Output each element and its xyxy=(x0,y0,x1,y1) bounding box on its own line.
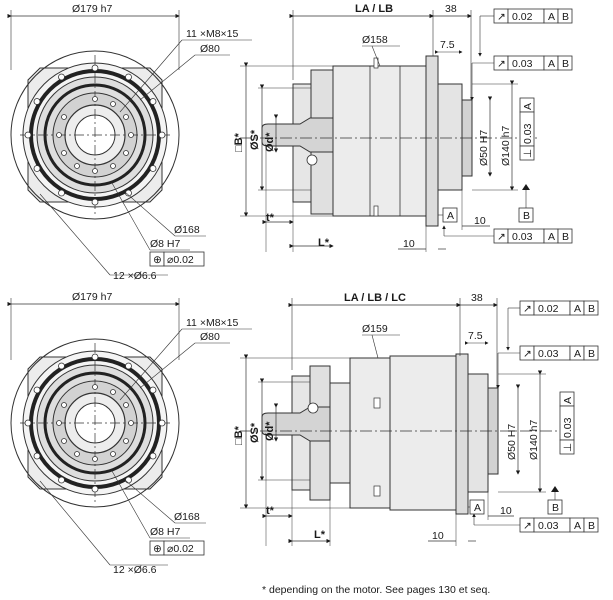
bottom-dia-pitch: Ø80 xyxy=(200,331,220,343)
bottom-dia-body: Ø159 xyxy=(362,323,388,335)
bottom-runout-c-value: 0.03 xyxy=(538,520,559,532)
top-dim10b: 10 xyxy=(474,215,486,227)
bottom-perp-frame: A 0.03 ⊥ xyxy=(559,391,575,455)
top-dia-d: Ød* xyxy=(264,132,276,152)
bottom-front-view: Ø179 h7 11 ×M8×15 Ø80 Ø168 Ø8 H7 ⊕ ⌀0.02… xyxy=(7,291,252,576)
svg-text:B: B xyxy=(588,348,595,360)
top-t: t* xyxy=(266,212,275,224)
svg-text:B: B xyxy=(588,520,595,532)
bottom-dim10b: 10 xyxy=(500,505,512,517)
top-runout-b-value: 0.03 xyxy=(512,58,533,70)
top-flange-len: 38 xyxy=(445,3,457,15)
top-runout-frame-c: ↗ 0.03 A B xyxy=(442,225,573,244)
top-dia-outer: Ø179 h7 xyxy=(72,3,112,15)
top-dia-s: ØS* xyxy=(249,129,261,150)
bottom-datum-a: A xyxy=(474,502,481,514)
svg-text:B: B xyxy=(562,58,569,70)
bottom-perp-value: 0.03 xyxy=(562,417,574,438)
top-datum-a: A xyxy=(447,210,454,222)
bottom-holes: 12 ×Ø6.6 xyxy=(113,564,157,576)
bottom-side-view: LA / LB / LC 38 Ø159 7.5 ↗ 0.02 A B ↗ 0.… xyxy=(233,292,599,546)
svg-text:A: A xyxy=(522,103,534,110)
top-runout-frame-a: ↗ 0.02 A B xyxy=(478,8,573,57)
bottom-position-tol: ⌀0.02 xyxy=(167,543,194,555)
bottom-l: L* xyxy=(314,529,326,541)
top-thread: 11 ×M8×15 xyxy=(186,28,239,40)
bottom-square: □B* xyxy=(233,425,245,445)
top-runout-frame-b: ↗ 0.03 A B xyxy=(470,55,573,101)
top-runout-a-value: 0.02 xyxy=(512,11,533,23)
bottom-dim10a: 10 xyxy=(432,530,444,542)
bottom-runout-b-value: 0.03 xyxy=(538,348,559,360)
bottom-length: LA / LB / LC xyxy=(344,292,406,304)
top-dia-pilot: Ø140 h7 xyxy=(500,126,512,166)
bottom-datum-b: B xyxy=(552,502,559,514)
svg-text:A: A xyxy=(562,397,574,404)
bottom-runout-a-value: 0.02 xyxy=(538,303,559,315)
bottom-dia-shaft: Ø50 H7 xyxy=(506,424,518,460)
top-front-view: Ø179 h7 11 ×M8×15 Ø80 Ø168 Ø8 H7 ⊕ ⌀0.02… xyxy=(7,3,252,282)
svg-text:⊥: ⊥ xyxy=(562,443,574,452)
top-dia-flange: Ø168 xyxy=(174,224,200,236)
top-datum-b: B xyxy=(523,210,530,222)
top-l: L* xyxy=(318,237,330,249)
top-square: □B* xyxy=(233,132,245,152)
footnote: * depending on the motor. See pages 130 … xyxy=(262,584,490,596)
bottom-dia-flange: Ø168 xyxy=(174,511,200,523)
bottom-flange-len: 38 xyxy=(471,292,483,304)
bottom-thread: 11 ×M8×15 xyxy=(186,317,239,329)
bottom-dia-pilot: Ø140 h7 xyxy=(528,420,540,460)
top-dia-bore: Ø8 H7 xyxy=(150,238,181,250)
top-perp-frame: A 0.03 ⊥ xyxy=(519,97,535,161)
bottom-runout-frame-a: ↗ 0.02 A B xyxy=(506,300,599,351)
bottom-dia-d: Ød* xyxy=(264,421,276,441)
bottom-dia-outer: Ø179 h7 xyxy=(72,291,112,303)
svg-text:↗: ↗ xyxy=(523,348,532,360)
bottom-step: 7.5 xyxy=(468,330,483,342)
position-symbol-icon: ⊕ xyxy=(153,254,162,266)
top-step: 7.5 xyxy=(440,39,455,51)
svg-text:↗: ↗ xyxy=(523,520,532,532)
top-runout-c-value: 0.03 xyxy=(512,231,533,243)
top-dim10a: 10 xyxy=(403,238,415,250)
svg-text:↗: ↗ xyxy=(497,231,506,243)
top-dia-body: Ø158 xyxy=(362,34,388,46)
svg-text:⊥: ⊥ xyxy=(522,149,534,158)
svg-text:B: B xyxy=(562,11,569,23)
svg-text:A: A xyxy=(574,303,581,315)
top-dia-shaft: Ø50 H7 xyxy=(478,130,490,166)
bottom-runout-frame-c: ↗ 0.03 A B xyxy=(472,513,599,533)
top-dia-pitch: Ø80 xyxy=(200,43,220,55)
top-position-tol: ⌀0.02 xyxy=(167,254,194,266)
svg-text:A: A xyxy=(548,58,555,70)
svg-text:↗: ↗ xyxy=(497,58,506,70)
svg-text:A: A xyxy=(574,348,581,360)
svg-text:↗: ↗ xyxy=(497,11,506,23)
top-length: LA / LB xyxy=(355,3,393,15)
bottom-dia-bore: Ø8 H7 xyxy=(150,526,181,538)
svg-text:↗: ↗ xyxy=(523,303,532,315)
bottom-dia-s: ØS* xyxy=(249,422,261,443)
bottom-position-symbol-icon: ⊕ xyxy=(153,543,162,555)
svg-text:B: B xyxy=(562,231,569,243)
bottom-runout-frame-b: ↗ 0.03 A B xyxy=(496,345,599,389)
svg-text:B: B xyxy=(588,303,595,315)
svg-text:A: A xyxy=(548,231,555,243)
top-side-view: LA / LB 38 Ø158 7.5 ↗ 0.02 A B ↗ 0.03 xyxy=(233,3,573,252)
bottom-t: t* xyxy=(266,505,275,517)
top-holes: 12 ×Ø6.6 xyxy=(113,270,157,282)
top-perp-value: 0.03 xyxy=(522,123,534,144)
svg-text:A: A xyxy=(574,520,581,532)
svg-text:A: A xyxy=(548,11,555,23)
